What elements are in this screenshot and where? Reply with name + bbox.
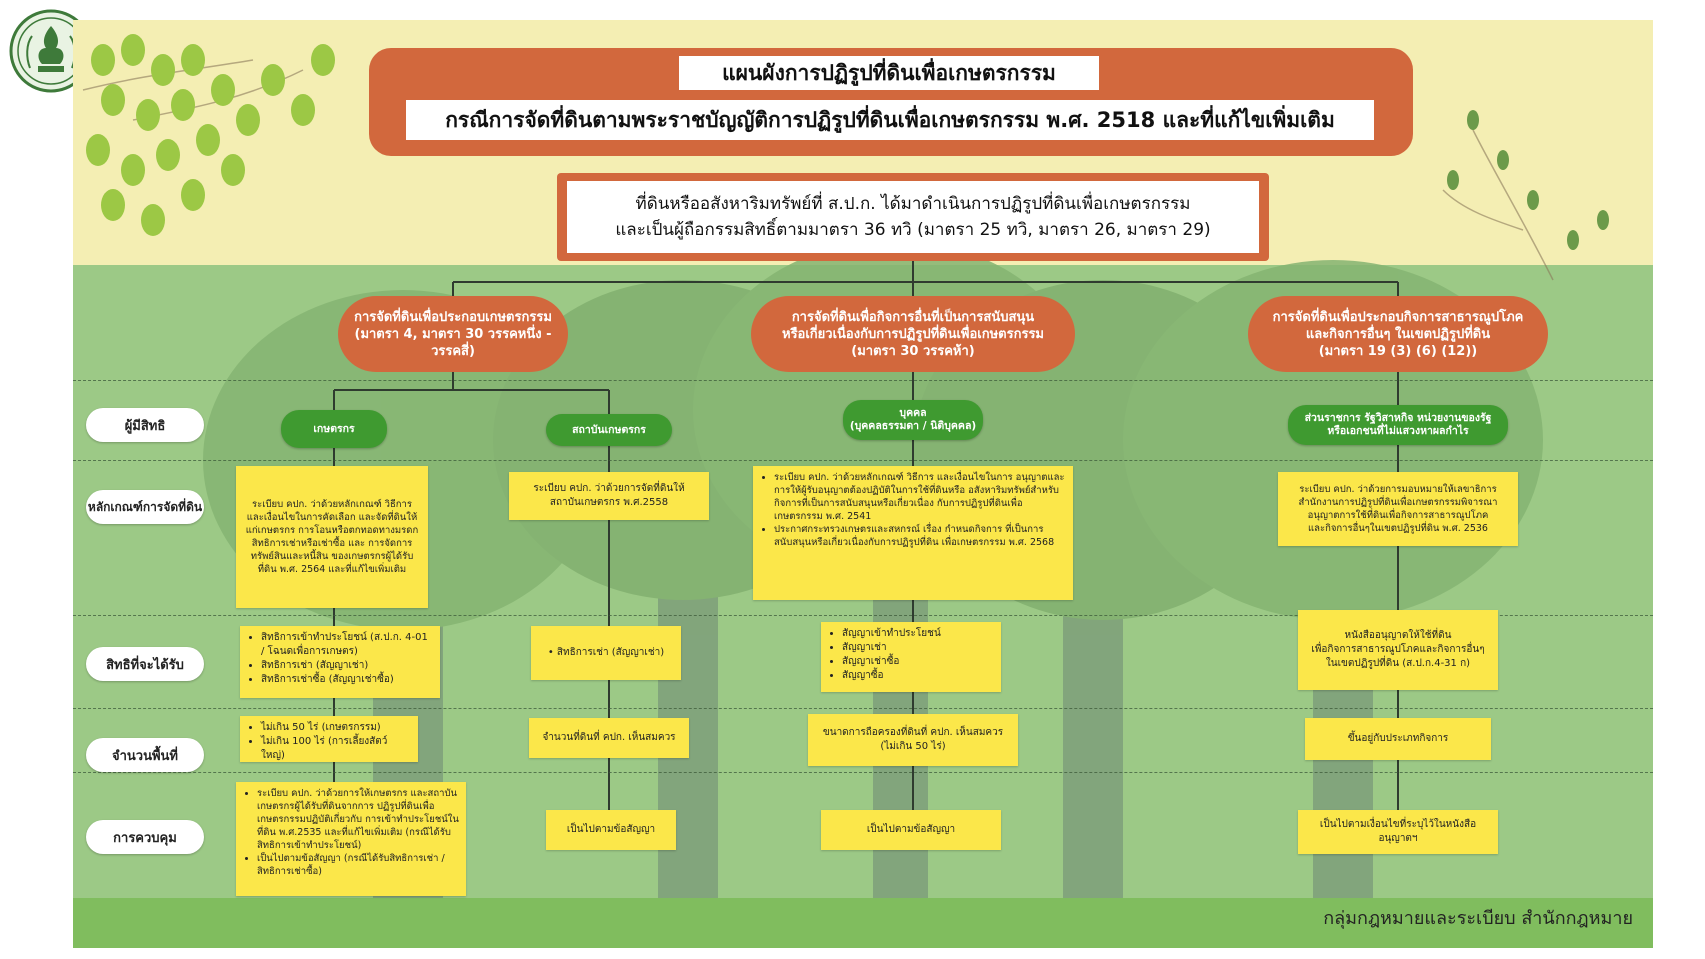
rights-farmer-institution-item: • สิทธิการเช่า (สัญญาเช่า) xyxy=(547,647,665,658)
criteria-person: ระเบียบ คปก. ว่าด้วยหลักเกณฑ์ วิธีการ แล… xyxy=(753,466,1073,600)
rights-person-item: สัญญาซื้อ xyxy=(842,669,994,683)
category-agriculture: การจัดที่ดินเพื่อประกอบเกษตรกรรม (มาตรา … xyxy=(338,296,568,372)
row-label-area: จำนวนพื้นที่ xyxy=(86,738,204,772)
row-label-criteria: หลักเกณฑ์การจัดที่ดิน xyxy=(86,490,204,524)
control-person: เป็นไปตามข้อสัญญา xyxy=(821,810,1001,850)
title-line2-box: กรณีการจัดที่ดินตามพระราชบัญญัติการปฏิรู… xyxy=(406,100,1374,140)
title-line1-box: แผนผังการปฏิรูปที่ดินเพื่อเกษตรกรรม xyxy=(679,56,1099,90)
row-separator xyxy=(73,708,1653,709)
row-label-recipient: ผู้มีสิทธิ xyxy=(86,408,204,442)
infographic-frame: แผนผังการปฏิรูปที่ดินเพื่อเกษตรกรรม กรณี… xyxy=(73,20,1653,948)
control-farmer-institution: เป็นไปตามข้อสัญญา xyxy=(546,810,676,850)
rights-farmer-item: สิทธิการเข้าทำประโยชน์ (ส.ป.ก. 4-01 / โฉ… xyxy=(261,631,433,659)
rights-person-item: สัญญาเข้าทำประโยชน์ xyxy=(842,627,994,641)
rights-government-agency: หนังสืออนุญาตให้ใช้ที่ดิน เพื่อกิจการสาธ… xyxy=(1298,610,1498,690)
title-line1: แผนผังการปฏิรูปที่ดินเพื่อเกษตรกรรม xyxy=(722,61,1056,85)
area-farmer-item: ไม่เกิน 100 ไร่ (การเลี้ยงสัตว์ใหญ่) xyxy=(261,735,411,763)
control-farmer-item: เป็นไปตามข้อสัญญา (กรณีได้รับสิทธิการเช่… xyxy=(257,852,459,878)
source-line1: ที่ดินหรืออสังหาริมทรัพย์ที่ ส.ป.ก. ได้ม… xyxy=(635,194,1191,214)
rights-farmer-item: สิทธิการเช่า (สัญญาเช่า) xyxy=(261,659,433,673)
row-separator xyxy=(73,460,1653,461)
title-line2: กรณีการจัดที่ดินตามพระราชบัญญัติการปฏิรู… xyxy=(445,108,1335,132)
rights-farmer: สิทธิการเข้าทำประโยชน์ (ส.ป.ก. 4-01 / โฉ… xyxy=(240,626,440,698)
row-label-rights: สิทธิที่จะได้รับ xyxy=(86,647,204,681)
criteria-person-item: ประกาศกระทรวงเกษตรและสหกรณ์ เรื่อง กำหนด… xyxy=(774,523,1066,549)
criteria-farmer: ระเบียบ คปก. ว่าด้วยหลักเกณฑ์ วิธีการ แล… xyxy=(236,466,428,608)
category-supporting-business: การจัดที่ดินเพื่อกิจการอื่นที่เป็นการสนั… xyxy=(751,296,1075,372)
row-separator xyxy=(73,772,1653,773)
source-line2: และเป็นผู้ถือกรรมสิทธิ์ตามมาตรา 36 ทวิ (… xyxy=(615,220,1211,240)
rights-person-item: สัญญาเช่า xyxy=(842,641,994,655)
criteria-government-agency: ระเบียบ คปก. ว่าด้วยการมอบหมายให้เลขาธิก… xyxy=(1278,472,1518,546)
rights-person: สัญญาเข้าทำประโยชน์ สัญญาเช่า สัญญาเช่าซ… xyxy=(821,622,1001,692)
row-separator xyxy=(73,615,1653,616)
criteria-person-item: ระเบียบ คปก. ว่าด้วยหลักเกณฑ์ วิธีการ แล… xyxy=(774,471,1066,523)
control-farmer: ระเบียบ คปก. ว่าด้วยการให้เกษตรกร และสถา… xyxy=(236,782,466,896)
footer-credit: กลุ่มกฎหมายและระเบียบ สำนักกฎหมาย xyxy=(1323,908,1633,929)
area-government-agency: ขึ้นอยู่กับประเภทกิจการ xyxy=(1305,718,1491,760)
rights-farmer-item: สิทธิการเช่าซื้อ (สัญญาเช่าซื้อ) xyxy=(261,673,433,687)
control-farmer-item: ระเบียบ คปก. ว่าด้วยการให้เกษตรกร และสถา… xyxy=(257,787,459,852)
area-farmer: ไม่เกิน 50 ไร่ (เกษตรกรรม) ไม่เกิน 100 ไ… xyxy=(240,716,418,762)
recipient-farmer-institution: สถาบันเกษตรกร xyxy=(546,414,672,446)
area-person: ขนาดการถือครองที่ดินที่ คปก. เห็นสมควร (… xyxy=(808,714,1018,766)
area-farmer-institution: จำนวนที่ดินที่ คปก. เห็นสมควร xyxy=(529,718,689,758)
rights-person-item: สัญญาเช่าซื้อ xyxy=(842,655,994,669)
recipient-person: บุคคล (บุคคลธรรมดา / นิติบุคคล) xyxy=(843,400,983,440)
recipient-government-agency: ส่วนราชการ รัฐวิสาหกิจ หน่วยงานของรัฐ หร… xyxy=(1288,405,1508,445)
row-separator xyxy=(73,380,1653,381)
area-farmer-item: ไม่เกิน 50 ไร่ (เกษตรกรรม) xyxy=(261,721,411,735)
criteria-farmer-institution: ระเบียบ คปก. ว่าด้วยการจัดที่ดินให้ สถาบ… xyxy=(509,472,709,520)
control-government-agency: เป็นไปตามเงื่อนไขที่ระบุไว้ในหนังสือ อนุ… xyxy=(1298,810,1498,854)
source-land-box: ที่ดินหรืออสังหาริมทรัพย์ที่ ส.ป.ก. ได้ม… xyxy=(567,181,1259,253)
recipient-farmer: เกษตรกร xyxy=(281,410,387,448)
category-public-utilities: การจัดที่ดินเพื่อประกอบกิจการสาธารณูปโภค… xyxy=(1248,296,1548,372)
rights-farmer-institution-text: สิทธิการเช่า (สัญญาเช่า) xyxy=(556,647,665,658)
row-label-control: การควบคุม xyxy=(86,820,204,854)
bottom-band xyxy=(73,898,1653,948)
rights-farmer-institution: • สิทธิการเช่า (สัญญาเช่า) xyxy=(531,626,681,680)
